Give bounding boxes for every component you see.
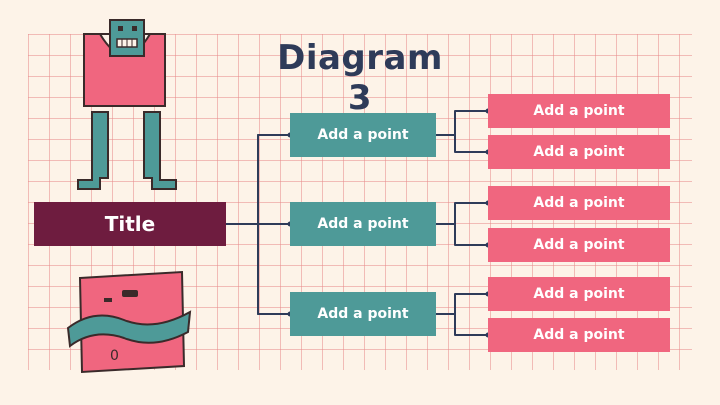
branch-2-point-1[interactable]: Add a point [488,186,670,220]
character-mark: 0 [110,348,119,364]
connector-b2-fork [454,202,489,246]
branch-3-box[interactable]: Add a point [290,292,436,336]
branch-2-box[interactable]: Add a point [290,202,436,246]
branch-3-point-1[interactable]: Add a point [488,277,670,311]
branch-2-point-2[interactable]: Add a point [488,228,670,262]
pink-square-character-icon: 0 [66,270,192,374]
branch-1-point-2[interactable]: Add a point [488,135,670,169]
root-title-box[interactable]: Title [34,202,226,246]
branch-1-box[interactable]: Add a point [290,113,436,157]
branch-3-point-2[interactable]: Add a point [488,318,670,352]
connector-b1-fork [454,110,489,153]
robot-character-icon [77,19,177,190]
branch-1-point-1[interactable]: Add a point [488,94,670,128]
connector-b3-fork [454,293,489,336]
diagram-heading: Diagram 3 [277,38,443,118]
